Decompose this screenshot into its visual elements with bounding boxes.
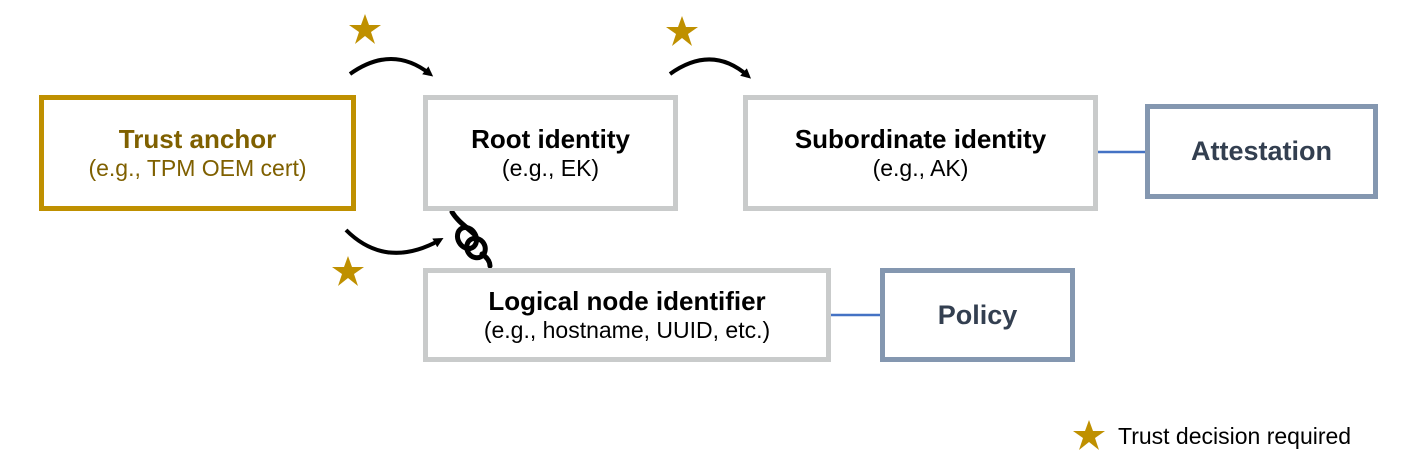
subordinate-identity-box: Subordinate identity (e.g., AK) [743,95,1098,211]
curved-arrow-icon [348,57,434,77]
star-icon [1073,420,1105,450]
policy-title: Policy [937,299,1018,330]
legend: Trust decision required [1072,416,1351,456]
star-icon [666,16,698,46]
policy-box: Policy [880,268,1075,362]
subordinate-identity-subtitle: (e.g., AK) [872,155,969,181]
legend-label: Trust decision required [1118,422,1352,449]
logical-node-title: Logical node identifier [488,286,766,316]
attestation-title: Attestation [1191,136,1332,166]
curved-arrow-icon [668,57,751,79]
curved-arrow-icon [344,228,444,255]
root-identity-title: Root identity [471,124,630,154]
trust-anchor-subtitle: (e.g., TPM OEM cert) [88,155,307,181]
star-icon [332,256,364,286]
knot-icon [449,209,493,269]
logical-node-box: Logical node identifier (e.g., hostname,… [423,268,831,362]
logical-node-subtitle: (e.g., hostname, UUID, etc.) [483,317,771,343]
attestation-box: Attestation [1145,104,1378,199]
root-identity-box: Root identity (e.g., EK) [423,95,678,211]
root-identity-subtitle: (e.g., EK) [501,155,600,181]
trust-anchor-title: Trust anchor [118,124,277,154]
star-icon [349,14,381,44]
trust-anchor-box: Trust anchor (e.g., TPM OEM cert) [39,95,356,211]
subordinate-identity-title: Subordinate identity [794,124,1047,154]
